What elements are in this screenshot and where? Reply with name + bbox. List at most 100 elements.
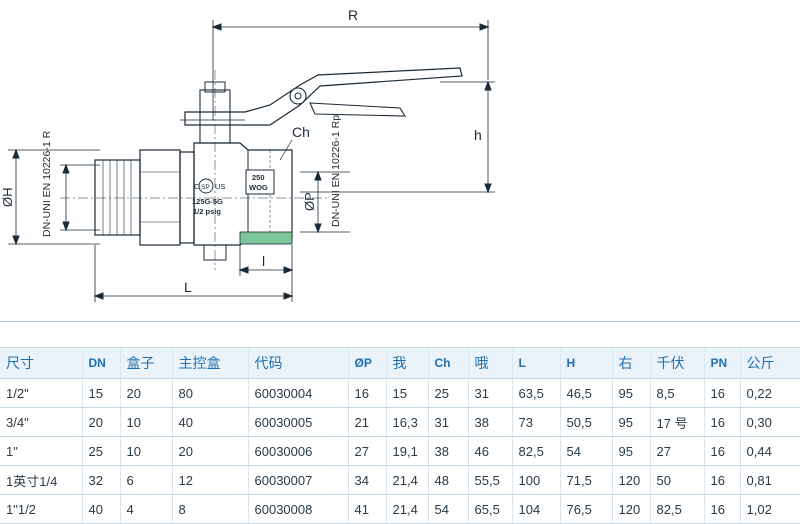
column-header: 我 xyxy=(385,347,428,379)
table-cell: 16 xyxy=(347,378,386,408)
table-cell: 0,81 xyxy=(739,465,800,495)
table-cell: 55,5 xyxy=(467,465,512,495)
table-cell: 65,5 xyxy=(467,494,512,524)
dim-L-label: L xyxy=(184,279,192,295)
table-cell: 48 xyxy=(427,465,468,495)
table-cell: 1"1/2 xyxy=(0,494,82,524)
table-cell: 60030008 xyxy=(247,494,348,524)
table-cell: 54 xyxy=(427,494,468,524)
table-cell: 60030007 xyxy=(247,465,348,495)
column-header: 尺寸 xyxy=(0,347,82,379)
table-cell: 46 xyxy=(467,436,512,466)
column-header: 盒子 xyxy=(119,347,172,379)
body-mark-psig: 1/2 psig xyxy=(193,207,221,216)
column-header: 千伏 xyxy=(649,347,704,379)
table-cell: 60030005 xyxy=(247,407,348,437)
table-cell: 20 xyxy=(81,407,120,437)
valve-technical-drawing: R h Ch l L ØH ØP DN-UNI EN 10226-1 R DN-… xyxy=(0,7,495,302)
table-cell: 17 号 xyxy=(649,407,704,437)
table-header-row: 尺寸 DN 盒子 主控盒 代码 ØP 我 Ch 哦 L H 右 千伏 PN 公斤 xyxy=(0,347,800,379)
specification-table: 尺寸 DN 盒子 主控盒 代码 ØP 我 Ch 哦 L H 右 千伏 PN 公斤… xyxy=(0,347,800,524)
table-cell: 34 xyxy=(347,465,386,495)
table-cell: 20 xyxy=(171,436,248,466)
body-mark-us: US xyxy=(215,182,225,191)
table-cell: 95 xyxy=(611,436,650,466)
column-header: 代码 xyxy=(247,347,348,379)
table-cell: 31 xyxy=(427,407,468,437)
table-cell: 15 xyxy=(385,378,428,408)
table-cell: 76,5 xyxy=(559,494,612,524)
table-cell: 41 xyxy=(347,494,386,524)
column-header: DN xyxy=(81,347,120,379)
wog-rating-top: 250 xyxy=(252,173,265,182)
table-cell: 40 xyxy=(171,407,248,437)
table-cell: 0,30 xyxy=(739,407,800,437)
dim-OH-label: ØH xyxy=(0,188,15,208)
table-cell: 20 xyxy=(119,378,172,408)
table-cell: 50 xyxy=(649,465,704,495)
table-cell: 6 xyxy=(119,465,172,495)
column-header: 公斤 xyxy=(739,347,800,379)
column-header: 右 xyxy=(611,347,650,379)
table-cell: 95 xyxy=(611,407,650,437)
table-cell: 40 xyxy=(81,494,120,524)
column-header: ØP xyxy=(347,347,386,379)
table-cell: 60030004 xyxy=(247,378,348,408)
table-cell: 21,4 xyxy=(385,494,428,524)
table-cell: 82,5 xyxy=(511,436,560,466)
column-header: Ch xyxy=(427,347,468,379)
table-cell: 46,5 xyxy=(559,378,612,408)
table-cell: 12 xyxy=(171,465,248,495)
dim-Ch-label: Ch xyxy=(292,124,310,140)
table-cell: 10 xyxy=(119,436,172,466)
table-cell: 21,4 xyxy=(385,465,428,495)
table-cell: 1英寸1/4 xyxy=(0,465,82,495)
table-cell: 16,3 xyxy=(385,407,428,437)
table-cell: 27 xyxy=(347,436,386,466)
wog-rating-bottom: WOG xyxy=(249,183,268,192)
table-cell: 100 xyxy=(511,465,560,495)
table-cell: 0,22 xyxy=(739,378,800,408)
table-cell: 1,02 xyxy=(739,494,800,524)
table-cell: 71,5 xyxy=(559,465,612,495)
table-cell: 32 xyxy=(81,465,120,495)
body-mark-csa: SP xyxy=(201,184,210,191)
table-cell: 4 xyxy=(119,494,172,524)
table-cell: 8,5 xyxy=(649,378,704,408)
dim-h-label: h xyxy=(474,127,482,143)
table-cell: 0,44 xyxy=(739,436,800,466)
column-header: L xyxy=(511,347,560,379)
thread-standard-left: DN-UNI EN 10226-1 R xyxy=(41,130,53,237)
column-header: 主控盒 xyxy=(171,347,248,379)
table-cell: 1/2" xyxy=(0,378,82,408)
table-cell: 3/4" xyxy=(0,407,82,437)
table-cell: 31 xyxy=(467,378,512,408)
table-cell: 25 xyxy=(81,436,120,466)
table-cell: 82,5 xyxy=(649,494,704,524)
column-header: H xyxy=(559,347,612,379)
table-cell: 60030006 xyxy=(247,436,348,466)
dim-R-label: R xyxy=(348,7,358,23)
dim-l-label: l xyxy=(262,253,265,269)
table-cell: 16 xyxy=(703,407,740,437)
body-mark-rating: 125G-5G xyxy=(192,197,223,206)
body-mark-c: C xyxy=(194,182,200,191)
table-cell: 50,5 xyxy=(559,407,612,437)
table-cell: 15 xyxy=(81,378,120,408)
table-cell: 16 xyxy=(703,378,740,408)
table-cell: 80 xyxy=(171,378,248,408)
column-header: 哦 xyxy=(467,347,512,379)
table-cell: 8 xyxy=(171,494,248,524)
table-cell: 95 xyxy=(611,378,650,408)
table-cell: 25 xyxy=(427,378,468,408)
table-cell: 38 xyxy=(467,407,512,437)
column-header: PN xyxy=(703,347,740,379)
table-cell: 54 xyxy=(559,436,612,466)
table-cell: 10 xyxy=(119,407,172,437)
table-cell: 63,5 xyxy=(511,378,560,408)
